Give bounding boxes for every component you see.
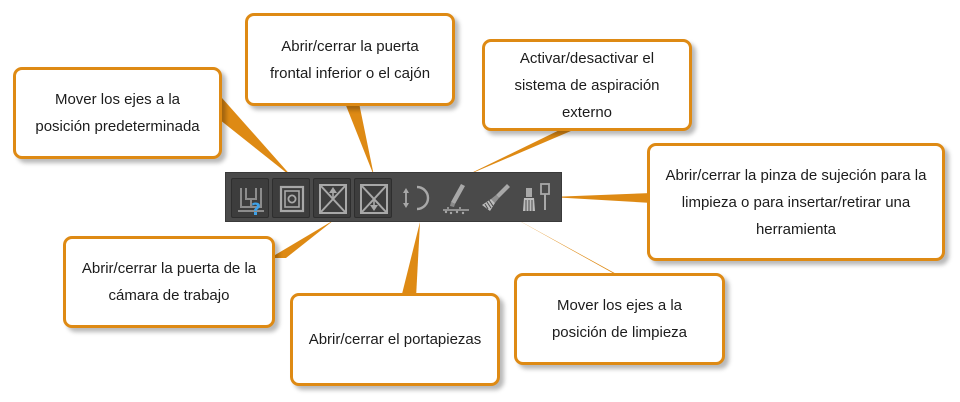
work-chamber-door-button[interactable] <box>272 178 310 218</box>
chamber-door-icon <box>279 185 305 213</box>
aspiration-icon <box>443 184 469 215</box>
connector-clamp <box>550 193 652 203</box>
callout-text: Abrir/cerrar la pinza de sujeción para l… <box>665 166 927 238</box>
clamp-tool-icon <box>523 183 550 211</box>
front-door-down-icon <box>360 184 388 214</box>
callout-move-cleaning: Mover los ejes a la posición de limpieza <box>514 273 725 365</box>
aspiration-toggle-button[interactable] <box>437 178 475 218</box>
front-door-up-icon <box>319 184 347 214</box>
move-default-position-button[interactable]: ? <box>231 178 269 219</box>
connector-workpiece-holder <box>401 222 420 298</box>
machine-toolbar: ? <box>225 172 562 222</box>
connector-aspiration <box>463 122 592 177</box>
callout-front-door: Abrir/cerrar la puerta frontal inferior … <box>245 13 455 106</box>
connector-move-cleaning <box>507 214 636 286</box>
svg-text:?: ? <box>251 200 261 219</box>
workpiece-holder-button[interactable] <box>396 178 434 218</box>
callout-workpiece-holder: Abrir/cerrar el portapiezas <box>290 293 500 386</box>
machine-help-icon: ? <box>238 188 264 219</box>
callout-text: Abrir/cerrar el portapiezas <box>308 331 482 348</box>
clamp-toggle-button[interactable] <box>519 178 557 218</box>
connector-move-default <box>205 98 293 178</box>
callout-clamp: Abrir/cerrar la pinza de sujeción para l… <box>647 143 945 261</box>
callout-text: Abrir/cerrar la puerta de la cámara de t… <box>81 260 257 304</box>
workpiece-holder-icon <box>403 185 430 211</box>
callout-text: Abrir/cerrar la puerta frontal inferior … <box>269 37 431 82</box>
callout-work-chamber-door: Abrir/cerrar la puerta de la cámara de t… <box>63 236 275 328</box>
callout-text: Activar/desactivar el sistema de aspirac… <box>514 49 660 121</box>
move-cleaning-position-button[interactable] <box>478 178 516 218</box>
connector-front-door <box>343 98 374 176</box>
connector-work-chamber-door <box>270 220 334 258</box>
callout-text: Mover los ejes a la posición de limpieza <box>551 297 688 341</box>
front-door-close-button[interactable] <box>354 178 392 218</box>
front-door-open-button[interactable] <box>313 178 351 218</box>
cleaning-brush-icon <box>482 184 510 211</box>
callout-move-default: Mover los ejes a la posición predetermin… <box>13 67 222 159</box>
callout-aspiration: Activar/desactivar el sistema de aspirac… <box>482 39 692 131</box>
callout-text: Mover los ejes a la posición predetermin… <box>35 91 200 135</box>
